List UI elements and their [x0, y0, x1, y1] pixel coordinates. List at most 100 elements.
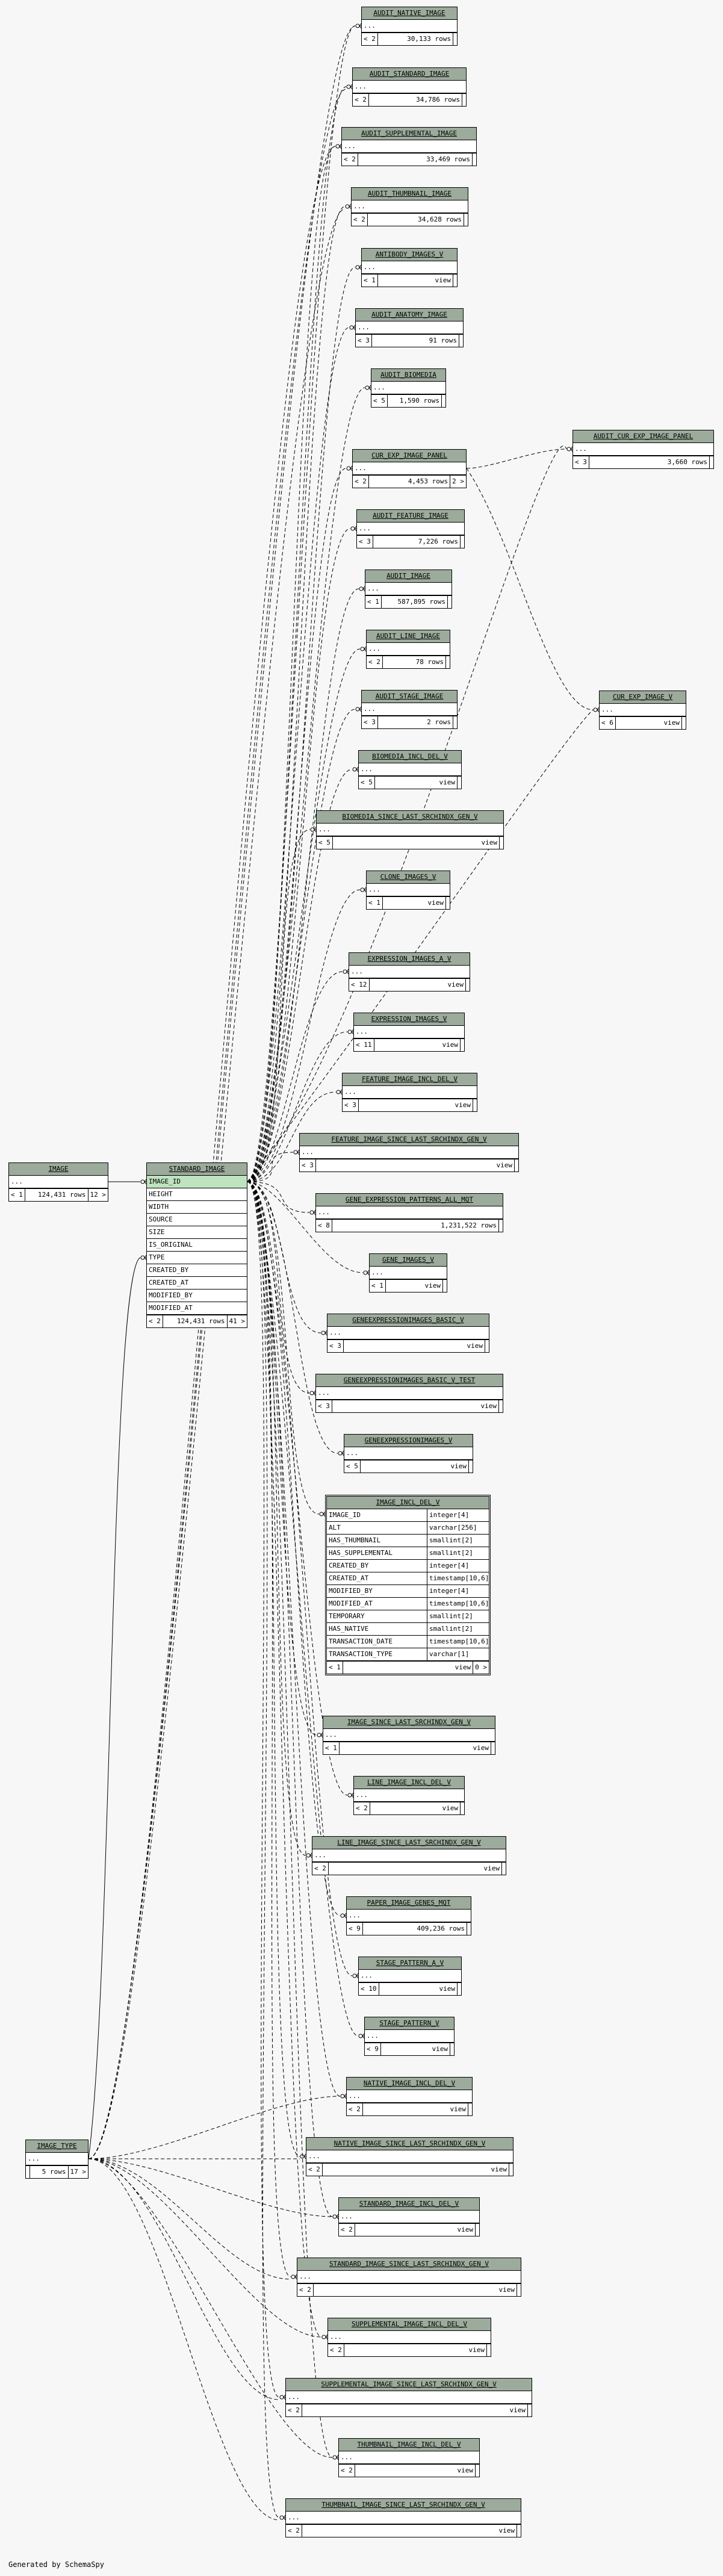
- children-count[interactable]: [476, 2224, 479, 2236]
- table-name[interactable]: ANTIBODY_IMAGES_V: [375, 250, 444, 258]
- table-name[interactable]: STAGE_PATTERN_V: [379, 2019, 439, 2027]
- table-name[interactable]: AUDIT_NATIVE_IMAGE: [373, 9, 445, 17]
- table-name[interactable]: AUDIT_STANDARD_IMAGE: [369, 70, 450, 78]
- parents-count[interactable]: < 2: [147, 1315, 163, 1327]
- parents-count[interactable]: < 3: [357, 536, 373, 548]
- parents-count[interactable]: < 2: [352, 214, 368, 226]
- table-header[interactable]: ANTIBODY_IMAGES_V: [362, 249, 457, 261]
- parents-count[interactable]: < 2: [328, 2344, 344, 2356]
- table-header[interactable]: AUDIT_FEATURE_IMAGE: [357, 510, 464, 523]
- table-header[interactable]: AUDIT_THUMBNAIL_IMAGE: [352, 188, 468, 200]
- table-header[interactable]: AUDIT_CUR_EXP_IMAGE_PANEL: [573, 430, 713, 443]
- parents-count[interactable]: [26, 2166, 30, 2178]
- table-header[interactable]: IMAGE_TYPE: [26, 2140, 88, 2153]
- table-header[interactable]: STANDARD_IMAGE_INCL_DEL_V: [339, 2198, 479, 2211]
- table-header[interactable]: NATIVE_IMAGE_SINCE_LAST_SRCHINDX_GEN_V: [306, 2138, 513, 2150]
- children-count[interactable]: [461, 1039, 464, 1051]
- table-name[interactable]: STANDARD_IMAGE: [169, 1165, 225, 1173]
- table-header[interactable]: AUDIT_SUPPLEMENTAL_IMAGE: [342, 128, 476, 140]
- parents-count[interactable]: < 1: [370, 1280, 386, 1292]
- children-count[interactable]: [446, 897, 450, 909]
- table-header[interactable]: FEATURE_IMAGE_INCL_DEL_V: [343, 1073, 477, 1086]
- table-name[interactable]: BIOMEDIA_SINCE_LAST_SRCHINDX_GEN_V: [342, 813, 478, 821]
- children-count[interactable]: [499, 1400, 503, 1412]
- table-native-image-since-last-srchindx-gen-v[interactable]: NATIVE_IMAGE_SINCE_LAST_SRCHINDX_GEN_V..…: [306, 2137, 514, 2176]
- table-name[interactable]: GENEEXPRESSIONIMAGES_BASIC_V: [352, 1316, 464, 1324]
- children-count[interactable]: [461, 1802, 464, 1814]
- table-name[interactable]: AUDIT_ANATOMY_IMAGE: [371, 311, 447, 318]
- children-count[interactable]: [528, 2404, 532, 2416]
- children-count[interactable]: [466, 979, 470, 991]
- table-name[interactable]: IMAGE: [48, 1165, 69, 1173]
- parents-count[interactable]: < 3: [356, 335, 372, 347]
- parents-count[interactable]: < 2: [354, 1802, 370, 1814]
- parents-count[interactable]: < 2: [297, 2284, 314, 2296]
- table-name[interactable]: BIOMEDIA_INCL_DEL_V: [372, 753, 448, 760]
- table-name[interactable]: AUDIT_BIOMEDIA: [380, 371, 436, 379]
- table-name[interactable]: SUPPLEMENTAL_IMAGE_INCL_DEL_V: [351, 2320, 468, 2328]
- table-header[interactable]: PAPER_IMAGE_GENES_MQT: [347, 1897, 471, 1910]
- parents-count[interactable]: < 1: [327, 1662, 343, 1674]
- table-name[interactable]: LINE_IMAGE_INCL_DEL_V: [367, 1778, 451, 1786]
- parents-count[interactable]: < 3: [300, 1159, 316, 1172]
- children-count[interactable]: [453, 716, 457, 728]
- table-header[interactable]: AUDIT_STAGE_IMAGE: [362, 691, 457, 703]
- children-count[interactable]: [476, 2465, 479, 2477]
- table-header[interactable]: CUR_EXP_IMAGE_V: [600, 691, 686, 704]
- table-name[interactable]: CLONE_IMAGES_V: [380, 873, 436, 881]
- parents-count[interactable]: < 6: [600, 717, 616, 729]
- children-count[interactable]: [515, 1159, 518, 1172]
- table-name[interactable]: PAPER_IMAGE_GENES_MQT: [367, 1899, 451, 1907]
- table-header[interactable]: IMAGE: [9, 1163, 108, 1176]
- children-count[interactable]: 17 >: [70, 2168, 87, 2176]
- table-name[interactable]: CUR_EXP_IMAGE_V: [612, 693, 673, 701]
- table-name[interactable]: FEATURE_IMAGE_SINCE_LAST_SRCHINDX_GEN_V: [331, 1135, 487, 1143]
- table-name[interactable]: AUDIT_LINE_IMAGE: [376, 632, 440, 640]
- parents-count[interactable]: < 1: [362, 275, 378, 287]
- table-name[interactable]: FEATURE_IMAGE_INCL_DEL_V: [362, 1075, 458, 1083]
- children-count[interactable]: [453, 275, 457, 287]
- table-name[interactable]: THUMBNAIL_IMAGE_SINCE_LAST_SRCHINDX_GEN_…: [321, 2501, 485, 2509]
- children-count[interactable]: 0 >: [475, 1663, 487, 1671]
- table-header[interactable]: GENE_EXPRESSION_PATTERNS_ALL_MQT: [316, 1194, 503, 1206]
- table-name[interactable]: AUDIT_CUR_EXP_IMAGE_PANEL: [593, 432, 694, 440]
- children-count[interactable]: 2 >: [452, 477, 464, 485]
- parents-count[interactable]: < 8: [316, 1220, 332, 1232]
- table-biomedia-since-last-srchindx-gen-v[interactable]: BIOMEDIA_SINCE_LAST_SRCHINDX_GEN_V...< 5…: [316, 810, 504, 849]
- parents-count[interactable]: < 1: [323, 1742, 340, 1754]
- table-name[interactable]: IMAGE_SINCE_LAST_SRCHINDX_GEN_V: [347, 1718, 471, 1726]
- table-header[interactable]: SUPPLEMENTAL_IMAGE_INCL_DEL_V: [328, 2318, 491, 2331]
- table-standard-image-since-last-srchindx-gen-v[interactable]: STANDARD_IMAGE_SINCE_LAST_SRCHINDX_GEN_V…: [297, 2258, 521, 2297]
- table-name[interactable]: GENEEXPRESSIONIMAGES_V: [364, 1436, 453, 1444]
- table-header[interactable]: AUDIT_STANDARD_IMAGE: [353, 68, 466, 81]
- table-name[interactable]: EXPRESSION_IMAGES_A_V: [367, 955, 451, 963]
- parents-count[interactable]: < 2: [312, 1863, 329, 1875]
- parents-count[interactable]: < 3: [316, 1400, 332, 1412]
- table-header[interactable]: IMAGE_SINCE_LAST_SRCHINDX_GEN_V: [323, 1716, 495, 1729]
- parents-count[interactable]: < 3: [327, 1340, 344, 1352]
- table-name[interactable]: AUDIT_FEATURE_IMAGE: [373, 512, 448, 520]
- parents-count[interactable]: < 2: [353, 476, 369, 488]
- parents-count[interactable]: < 2: [362, 33, 378, 45]
- parents-count[interactable]: < 2: [339, 2224, 355, 2236]
- table-name[interactable]: AUDIT_STAGE_IMAGE: [375, 692, 444, 700]
- table-header[interactable]: GENE_IMAGES_V: [370, 1254, 447, 1267]
- parents-count[interactable]: < 2: [353, 94, 369, 106]
- table-header[interactable]: THUMBNAIL_IMAGE_SINCE_LAST_SRCHINDX_GEN_…: [286, 2499, 521, 2512]
